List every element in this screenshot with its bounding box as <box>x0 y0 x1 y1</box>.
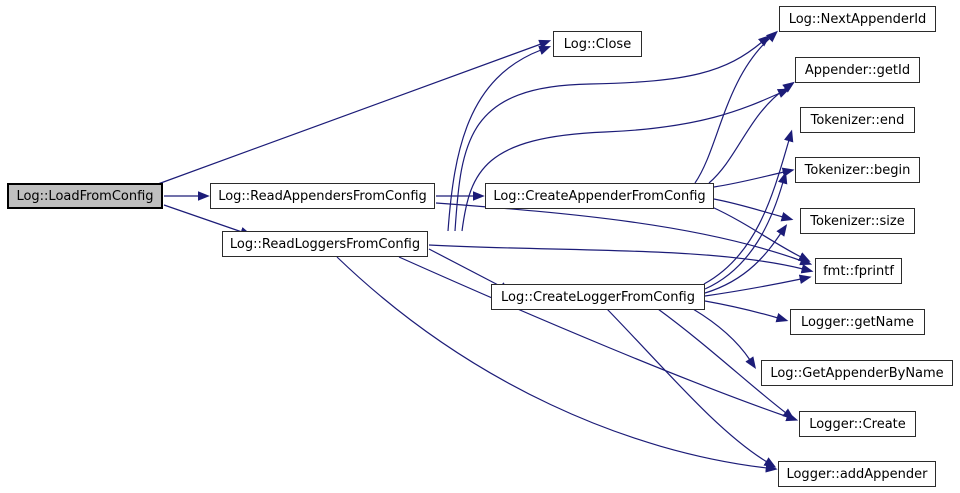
node-logger-getname[interactable]: Logger::getName <box>790 309 925 335</box>
edge-createappender-to-getid <box>708 81 795 184</box>
node-log-getappenderbyname[interactable]: Log::GetAppenderByName <box>761 360 953 386</box>
edge-createlogger-to-begin <box>704 171 788 290</box>
node-fmt-fprintf[interactable]: fmt::fprintf <box>815 258 902 284</box>
edge-createappender-to-begin <box>713 167 795 188</box>
edge-readloggers-to-createlogger <box>428 248 512 292</box>
edge-createlogger-to-addappender <box>606 308 777 468</box>
edge-createlogger-to-create <box>657 308 795 420</box>
node-logger-addappender[interactable]: Logger::addAppender <box>778 461 936 487</box>
edge-readloggers-to-getid <box>461 88 790 232</box>
edge-readloggers-to-nextappenderid <box>454 35 771 232</box>
node-log-close[interactable]: Log::Close <box>553 31 642 57</box>
node-tokenizer-size[interactable]: Tokenizer::size <box>800 208 915 234</box>
node-log-loadfromconfig: Log::LoadFromConfig <box>7 183 163 209</box>
edge-createlogger-to-fprintf <box>704 274 812 297</box>
edge-readloggers-to-create <box>398 256 799 422</box>
edge-loadfromconfig-to-close <box>157 39 552 185</box>
edge-createlogger-to-end <box>703 129 794 285</box>
edge-createlogger-to-getappenderbyname <box>692 308 756 369</box>
edge-readloggers-to-fprintf <box>428 244 814 274</box>
node-log-nextappenderid[interactable]: Log::NextAppenderId <box>779 6 936 32</box>
edge-readloggers-to-addappender <box>336 256 778 473</box>
edge-readloggers-to-close <box>447 45 552 232</box>
node-tokenizer-end[interactable]: Tokenizer::end <box>800 107 915 133</box>
edge-createappender-to-fprintf <box>711 206 811 262</box>
edge-createlogger-to-getname <box>704 300 789 323</box>
node-appender-getid[interactable]: Appender::getId <box>795 57 920 83</box>
edge-loadfromconfig-to-readloggers <box>163 204 253 237</box>
node-log-readloggersfromconfig[interactable]: Log::ReadLoggersFromConfig <box>222 231 428 257</box>
node-log-createappenderfromconfig[interactable]: Log::CreateAppenderFromConfig <box>485 183 714 209</box>
edge-createappender-to-nextappenderid <box>694 30 778 184</box>
node-log-createloggerfromconfig[interactable]: Log::CreateLoggerFromConfig <box>491 284 705 310</box>
edge-createappender-to-size <box>713 198 794 222</box>
node-tokenizer-begin[interactable]: Tokenizer::begin <box>795 157 920 183</box>
node-log-readappendersfromconfig[interactable]: Log::ReadAppendersFromConfig <box>210 183 435 209</box>
edge-readappenders-to-fprintf <box>435 202 813 266</box>
edge-createlogger-to-size <box>704 224 788 294</box>
node-logger-create[interactable]: Logger::Create <box>799 411 916 437</box>
